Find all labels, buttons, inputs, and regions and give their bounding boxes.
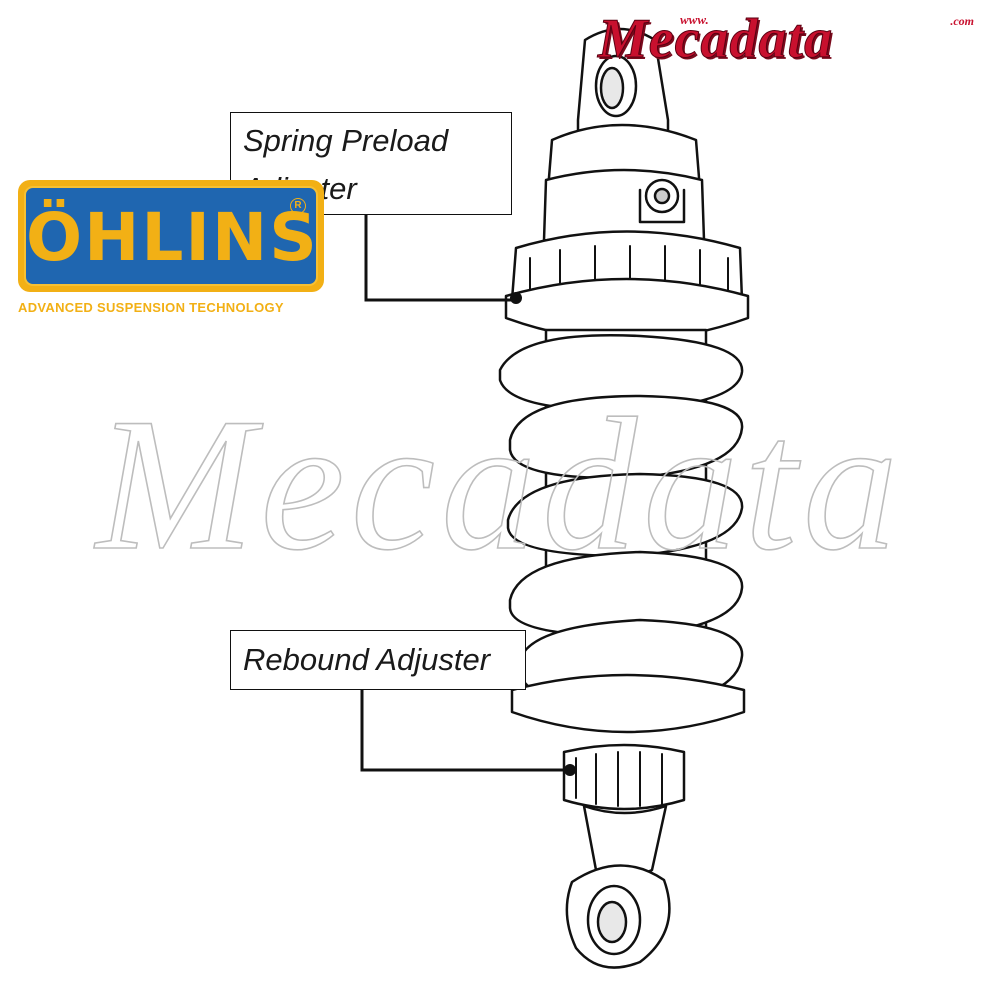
- mecadata-com: .com: [950, 14, 974, 28]
- mecadata-www: www.: [680, 12, 709, 27]
- rebound-adjuster: [562, 743, 686, 811]
- leader-lines: [360, 214, 570, 772]
- lower-spring-seat: [510, 673, 746, 734]
- ohlins-logo: ÖHLINS R ADVANCED SUSPENSION TECHNOLOGY: [18, 180, 328, 320]
- rebound-callout: Rebound Adjuster: [230, 630, 526, 690]
- mecadata-brand-logo: Mecadata www. .com: [588, 8, 992, 71]
- preload-leader: [364, 214, 516, 302]
- rebound-leader: [360, 690, 570, 772]
- ohlins-badge: ÖHLINS R: [18, 180, 324, 292]
- preload-pointer-dot: [510, 292, 522, 304]
- ohlins-tagline: ADVANCED SUSPENSION TECHNOLOGY: [18, 300, 284, 315]
- ohlins-wordmark: ÖHLINS: [26, 199, 319, 276]
- coil-spring: [498, 333, 744, 710]
- rebound-label: Rebound Adjuster: [243, 642, 491, 677]
- registered-mark-icon: R: [290, 198, 306, 214]
- ohlins-badge-inner: ÖHLINS R: [24, 186, 318, 286]
- rebound-pointer-dot: [564, 764, 576, 776]
- mecadata-wordmark: Mecadata: [597, 8, 834, 71]
